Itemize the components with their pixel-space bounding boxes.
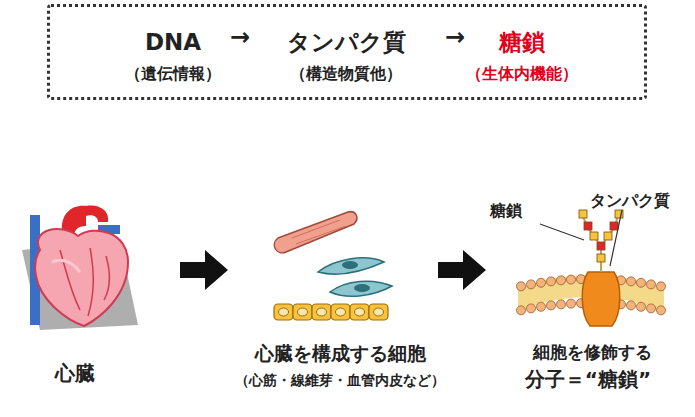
cell-segment xyxy=(369,304,388,320)
cell-segment xyxy=(312,304,331,320)
cell-segment xyxy=(350,304,369,320)
caption-label: 心臓 xyxy=(55,362,95,385)
leader-line xyxy=(540,224,584,240)
caption-label: タンパク質 xyxy=(590,192,670,210)
term-text: 糖鎖 xyxy=(499,29,545,55)
cell-nucleus xyxy=(355,308,365,316)
cells-illustration xyxy=(274,212,392,320)
heart-illustration xyxy=(22,206,138,330)
cell-nucleus xyxy=(374,308,384,316)
term-text: DNA xyxy=(145,29,201,55)
lipid-head xyxy=(537,302,546,311)
lipid-head xyxy=(567,275,576,284)
sugar-unit xyxy=(597,242,605,250)
lipid-head xyxy=(547,277,556,286)
lipid-head xyxy=(637,302,646,311)
caption-label: 糖鎖 xyxy=(490,202,522,220)
lipid-head xyxy=(637,278,646,287)
sugar-unit xyxy=(604,232,612,240)
lipid-head xyxy=(627,301,636,310)
term-note: （遺伝情報） xyxy=(125,65,221,83)
lipid-head xyxy=(547,301,556,310)
sugar-unit xyxy=(597,254,605,262)
flow-arrow xyxy=(438,250,486,290)
lipid-head xyxy=(557,300,566,309)
sugar-unit xyxy=(584,222,592,230)
term-note: （生体内機能） xyxy=(466,65,578,83)
cell-nucleus xyxy=(336,308,346,316)
sugar-unit xyxy=(590,232,598,240)
lipid-head xyxy=(537,278,546,287)
cell-nucleus xyxy=(279,308,289,316)
caption-label: 心臓を構成する細胞 xyxy=(255,343,426,365)
cell-segment xyxy=(293,304,312,320)
lipid-head xyxy=(657,282,666,291)
lipid-head xyxy=(647,304,656,313)
arrow-glyph: → xyxy=(230,24,250,52)
lipid-head xyxy=(527,280,536,289)
lipid-head xyxy=(527,304,536,313)
cell-nucleus xyxy=(317,308,327,316)
lipid-head xyxy=(647,280,656,289)
lipid-head xyxy=(557,276,566,285)
dotted-box: DNA （遺伝情報） タンパク質 （構造物質他） 糖鎖 （生体内機能） xyxy=(47,4,647,100)
term-text: タンパク質 xyxy=(287,29,406,55)
caption-label: （心筋・線維芽・血管内皮など） xyxy=(235,372,445,388)
membrane-illustration xyxy=(517,210,666,326)
arrow-glyph: → xyxy=(445,24,465,52)
sugar-unit xyxy=(610,222,618,230)
lipid-head xyxy=(517,306,526,315)
cell-segment xyxy=(274,304,293,320)
lipid-head xyxy=(627,277,636,286)
leader-line xyxy=(610,210,622,266)
lipid-head xyxy=(517,282,526,291)
cell-nucleus xyxy=(298,308,308,316)
term-note: （構造物質他） xyxy=(290,65,402,83)
sugar-unit xyxy=(579,210,587,218)
lipid-head xyxy=(567,299,576,308)
caption-label: 分子＝“糖鎖” xyxy=(525,368,651,391)
flow-arrow xyxy=(180,250,228,290)
caption-label: 細胞を修飾する xyxy=(533,343,652,363)
cell-segment xyxy=(331,304,350,320)
lipid-head xyxy=(657,306,666,315)
